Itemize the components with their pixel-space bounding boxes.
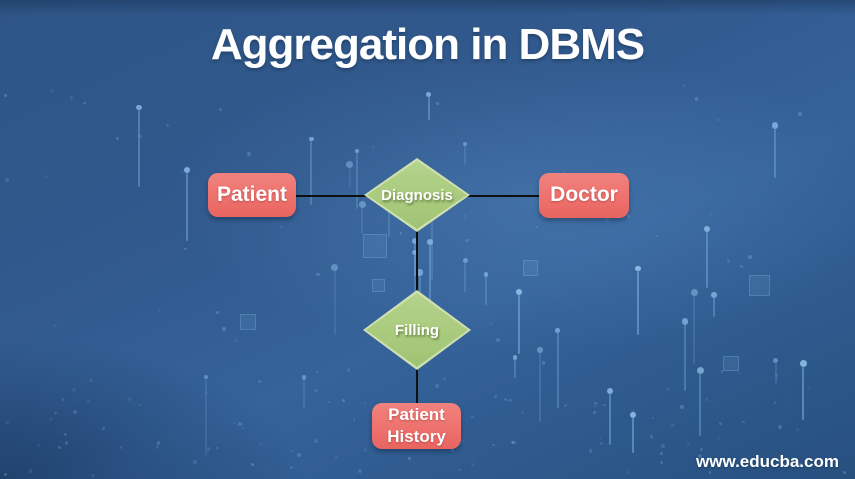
relationship-diagnosis-label: Diagnosis [381, 186, 453, 204]
page-title: Aggregation in DBMS [210, 20, 645, 69]
entity-doctor: Doctor [539, 173, 629, 218]
entity-patient-history-label: Patient History [387, 405, 446, 446]
website-url: www.educba.com [696, 452, 839, 471]
entity-patient-label: Patient [216, 182, 287, 206]
entity-patient: Patient [208, 173, 296, 217]
relationship-filling-label: Filling [394, 321, 440, 339]
entity-patient-history: Patient History [372, 403, 461, 449]
entity-doctor-label: Doctor [550, 183, 618, 207]
